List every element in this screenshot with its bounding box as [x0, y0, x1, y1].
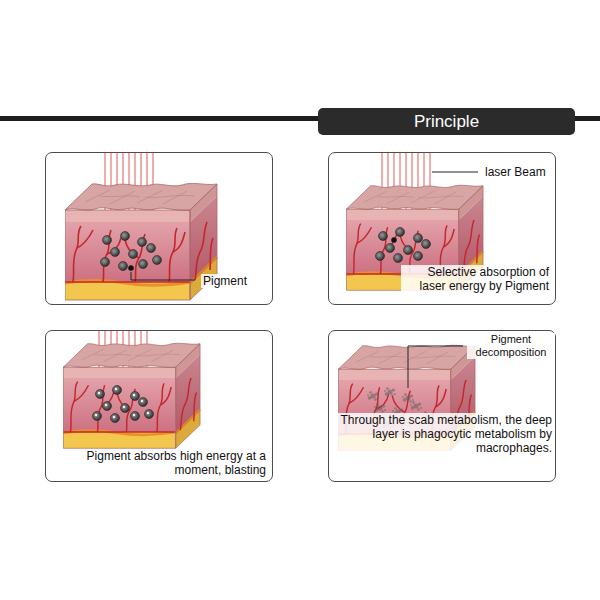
leader-line: [131, 272, 195, 280]
step-panel: Pigment decompositionThrough the scab me…: [328, 330, 556, 482]
step-caption: Through the scab metabolism, the deep la…: [332, 413, 554, 455]
leader-line: [432, 172, 478, 173]
step-caption: Selective absorption of laser energy by …: [401, 265, 551, 293]
step-caption: Pigment: [201, 274, 249, 288]
section-title: Principle: [318, 108, 575, 135]
step-caption: laser Beam: [483, 165, 548, 179]
step-panel: Pigment absorbs high energy at a moment,…: [45, 330, 273, 482]
step-caption: Pigment absorbs high energy at a moment,…: [63, 449, 268, 477]
step-panel: laser BeamSelective absorption of laser …: [328, 152, 556, 305]
skin-illustration: [65, 153, 217, 300]
step-panel: Pigment: [45, 152, 273, 305]
step-caption: Pigment decomposition: [467, 333, 555, 359]
leader-line: [408, 346, 463, 388]
skin-illustration: [63, 331, 200, 448]
